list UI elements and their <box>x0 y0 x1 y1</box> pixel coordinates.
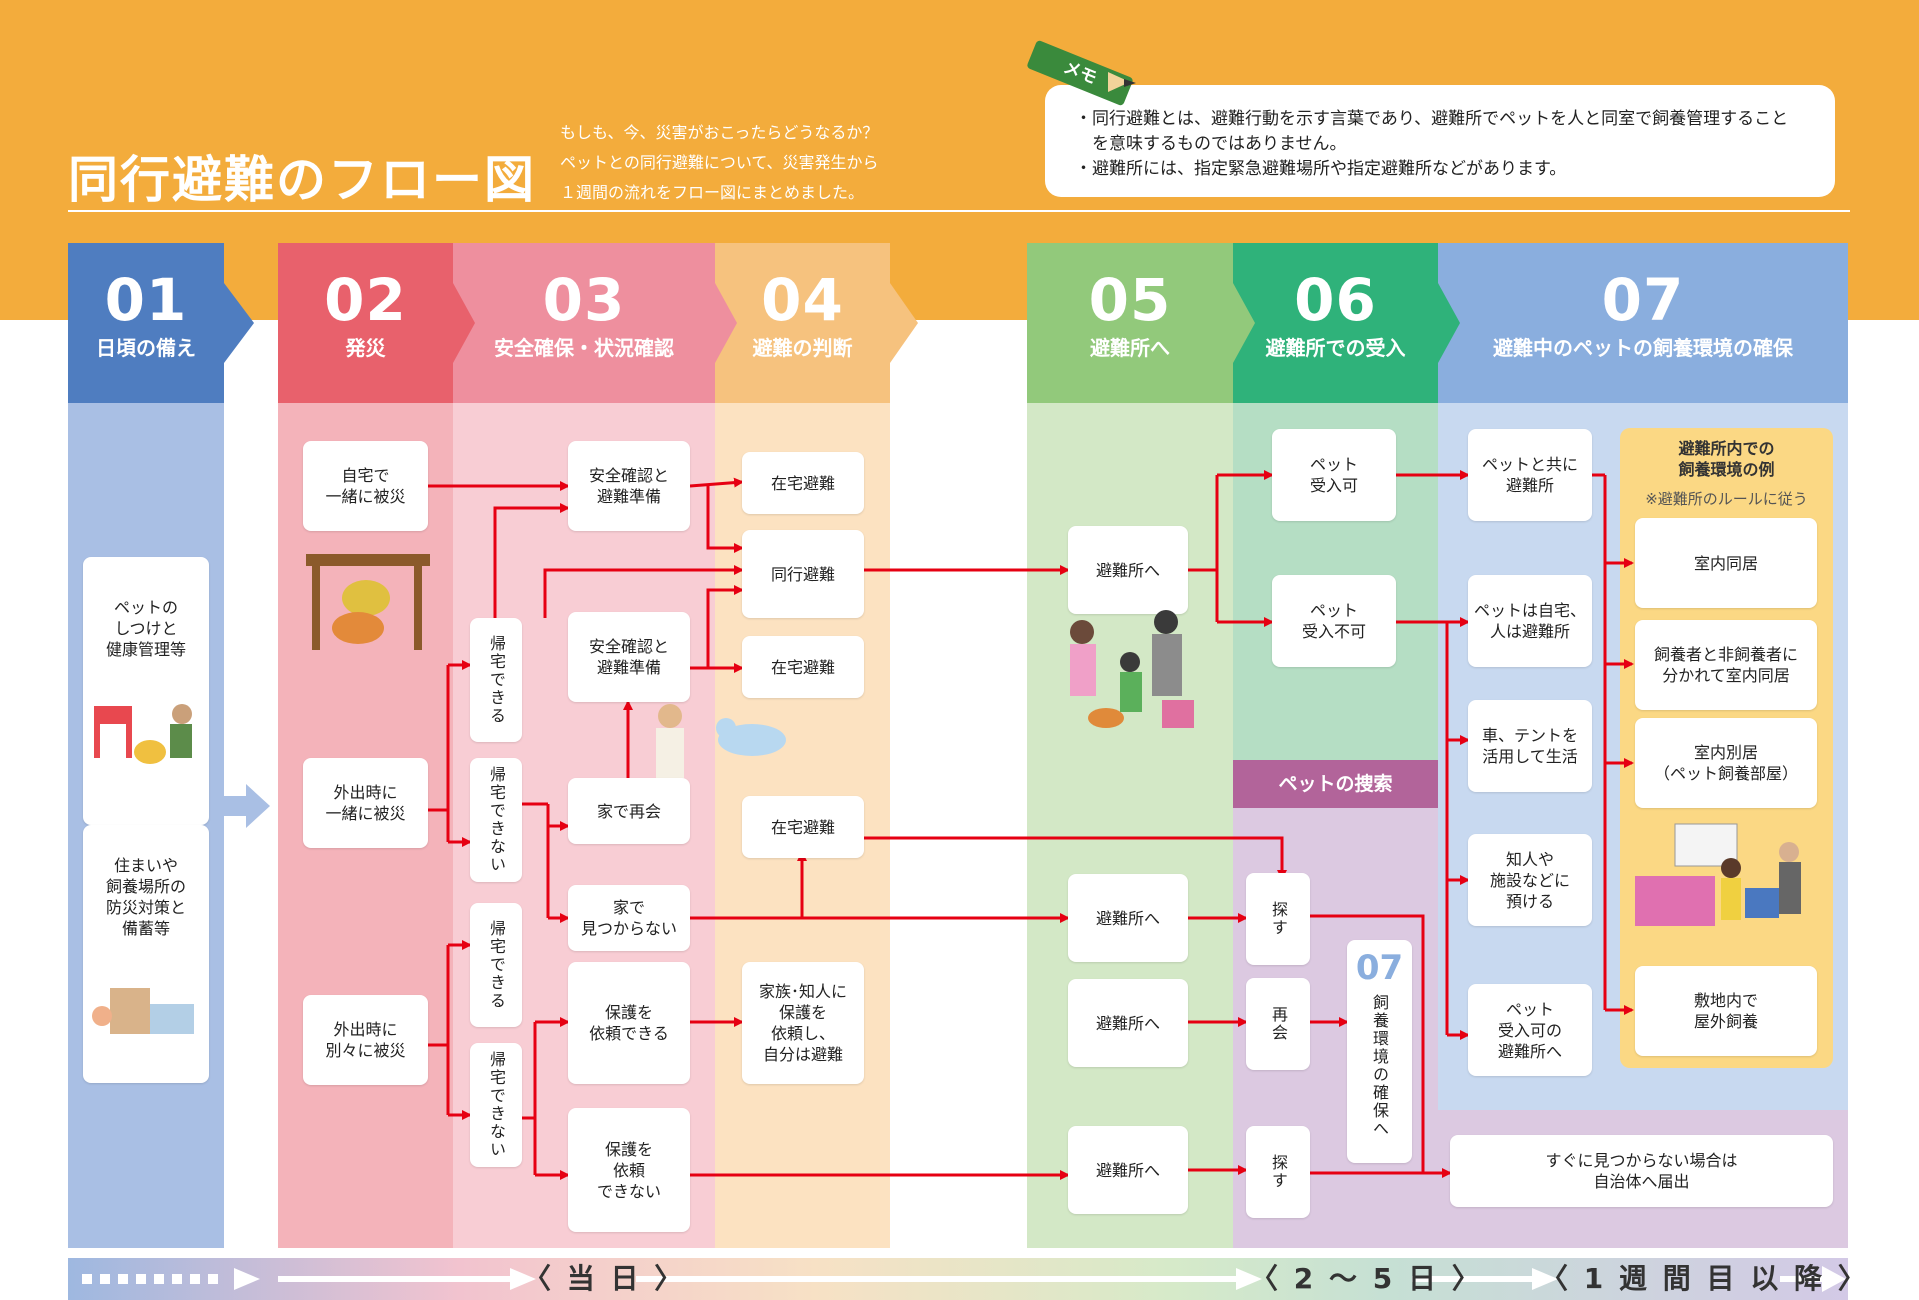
example-outdoor-on-premises: 敷地内で 屋外飼養 <box>1635 966 1817 1056</box>
box-pets-not-accepted: ペット 受入不可 <box>1272 575 1396 667</box>
box-reunite-at-home: 家で再会 <box>568 778 690 844</box>
timeline-days-2-5: 〈 2 ～ 5 日 〉 <box>1250 1262 1483 1295</box>
timeline-week-1: 〈 1 週 間 目 以 降 〉 <box>1540 1262 1869 1295</box>
example-panel-note: ※避難所のルールに従う <box>1645 490 1808 508</box>
box-not-found-at-home: 家で 見つからない <box>568 885 690 951</box>
box-cannot-return-2: 帰宅できない <box>470 1043 522 1167</box>
box-stay-home-3: 在宅避難 <box>742 796 864 858</box>
timeline-day0: 〈 当 日 〉 <box>523 1262 686 1295</box>
box-car-tent-living: 車、テントを 活用して生活 <box>1468 700 1592 792</box>
intro-text: もしも、今、災害がおこったらどうなるか？ ペットとの同行避難について、災害発生か… <box>560 118 879 208</box>
box-separate-outside: 外出時に 別々に被災 <box>303 995 428 1085</box>
column-01-header: 01 日頃の備え <box>68 243 224 403</box>
example-panel-title: 避難所内での 飼養環境の例 <box>1678 439 1775 479</box>
box-accompanied-evacuation: 同行避難 <box>742 530 864 618</box>
header-arrow <box>1233 283 1255 363</box>
column-number: 04 <box>761 266 844 334</box>
column-03-header: 03 安全確保・状況確認 <box>453 243 715 403</box>
box-can-return-2: 帰宅できる <box>470 903 522 1027</box>
column-label: 発災 <box>345 336 386 360</box>
column-01-arrow <box>224 784 270 828</box>
box-to-shelter-1: 避難所へ <box>1068 526 1188 614</box>
column-label: 避難所へ <box>1090 336 1170 360</box>
pet-search-band: ペットの捜索 <box>1233 760 1438 808</box>
column-label: 避難の判断 <box>752 336 853 360</box>
column-number: 01 <box>104 266 188 334</box>
header-arrow <box>890 283 918 363</box>
header-arrow <box>224 283 254 363</box>
pencil-icon <box>1108 72 1136 92</box>
box-entrust-to-friend: 知人や 施設などに 預ける <box>1468 834 1592 926</box>
box-search-2: 探す <box>1246 1126 1310 1218</box>
title-underline <box>68 210 1850 212</box>
box-ask-family-friend: 家族･知人に 保護を 依頼し、 自分は避難 <box>742 962 864 1084</box>
box-pet-training: ペットの しつけと 健康管理等 <box>83 557 209 825</box>
example-indoor-cohabitation: 室内同居 <box>1635 518 1817 608</box>
header-arrow <box>1438 283 1460 363</box>
column-05-header: 05 避難所へ <box>1027 243 1233 403</box>
column-number: 05 <box>1088 266 1172 334</box>
reunion-illustration <box>656 704 786 778</box>
memo-line: を意味するものではありません。 <box>1075 134 1347 154</box>
box-to-environment: 07 飼養環境の確保へ <box>1347 940 1412 1163</box>
header-arrow <box>453 283 475 363</box>
intro-line: ペットとの同行避難について、災害発生から <box>560 153 879 172</box>
column-04-header: 04 避難の判断 <box>715 243 890 403</box>
house-supplies-illustration <box>92 988 194 1034</box>
column-label: 避難所での受入 <box>1265 336 1406 360</box>
box-together-outside: 外出時に 一緒に被災 <box>303 758 428 848</box>
column-number: 07 <box>1601 266 1685 334</box>
column-label: 日頃の備え <box>96 336 196 360</box>
box-reunite: 再会 <box>1246 978 1310 1070</box>
column-label: 安全確保・状況確認 <box>494 336 674 360</box>
memo-line: ・同行避難とは、避難行動を示す言葉であり、避難所でペットを人と同室で飼養管理する… <box>1075 109 1789 129</box>
example-separated-indoor: 飼養者と非飼養者に 分かれて室内同居 <box>1635 620 1817 710</box>
dog-owner-illustration <box>94 704 192 764</box>
box-to-environment-label: 飼養環境の確保へ <box>1370 994 1389 1138</box>
box-cannot-request-protection: 保護を 依頼 できない <box>568 1108 690 1232</box>
box-can-request-protection: 保護を 依頼できる <box>568 962 690 1084</box>
box-stay-home-2: 在宅避難 <box>742 636 864 698</box>
column-02-header: 02 発災 <box>278 243 453 403</box>
box-pets-accepted: ペット 受入可 <box>1272 429 1396 521</box>
shelter-pet-room-illustration <box>1635 823 1801 926</box>
box-stay-home-1: 在宅避難 <box>742 452 864 514</box>
under-table-illustration <box>306 554 430 650</box>
evacuating-family-illustration <box>1070 610 1194 728</box>
memo-line: ・避難所には、指定緊急避難場所や指定避難所などがあります。 <box>1075 159 1567 179</box>
box-safety-check-1: 安全確認と 避難準備 <box>568 441 690 531</box>
box-with-pet-shelter: ペットと共に 避難所 <box>1468 429 1592 521</box>
box-to-environment-number: 07 <box>1355 948 1404 988</box>
box-search-1: 探す <box>1246 873 1310 965</box>
column-07-header: 07 避難中のペットの飼養環境の確保 <box>1438 243 1848 403</box>
column-06-header: 06 避難所での受入 <box>1233 243 1438 403</box>
box-pet-home-person-shelter: ペットは自宅、 人は避難所 <box>1468 575 1592 667</box>
column-number: 03 <box>542 266 626 334</box>
box-can-return-1: 帰宅できる <box>470 618 522 742</box>
intro-line: １週間の流れをフロー図にまとめました。 <box>560 183 865 202</box>
intro-line: もしも、今、災害がおこったらどうなるか？ <box>560 123 879 142</box>
box-report-to-municipality: すぐに見つからない場合は 自治体へ届出 <box>1450 1135 1833 1207</box>
column-number: 06 <box>1294 266 1377 334</box>
column-label: 避難中のペットの飼養環境の確保 <box>1493 336 1793 360</box>
box-cannot-return-1: 帰宅できない <box>470 758 522 882</box>
box-to-shelter-4: 避難所へ <box>1068 1126 1188 1214</box>
box-to-shelter-2: 避難所へ <box>1068 874 1188 962</box>
box-safety-check-2: 安全確認と 避難準備 <box>568 612 690 702</box>
header-arrow <box>715 283 737 363</box>
page-title: 同行避難のフロー図 <box>68 151 536 209</box>
box-pet-friendly-shelter: ペット 受入可の 避難所へ <box>1468 984 1592 1076</box>
box-together-at-home: 自宅で 一緒に被災 <box>303 441 428 531</box>
box-to-shelter-3: 避難所へ <box>1068 979 1188 1067</box>
column-number: 02 <box>324 266 407 334</box>
example-separate-room: 室内別居 （ペット飼養部屋） <box>1635 718 1817 808</box>
memo-box: ・同行避難とは、避難行動を示す言葉であり、避難所でペットを人と同室で飼養管理する… <box>1045 85 1835 197</box>
box-home-preparation: 住まいや 飼養場所の 防災対策と 備蓄等 <box>83 825 209 1083</box>
